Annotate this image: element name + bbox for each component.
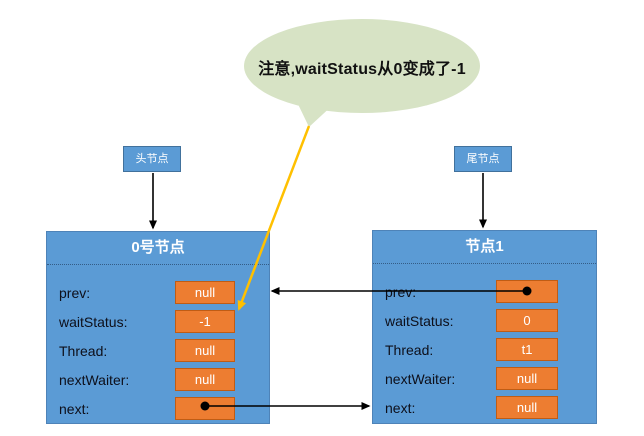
field-value-box: 0 — [496, 309, 558, 332]
field-value-box: null — [175, 368, 235, 391]
field-row-nextwaiter: nextWaiter: null — [47, 365, 269, 394]
field-value-box: null — [175, 281, 235, 304]
field-label: nextWaiter: — [59, 371, 130, 388]
field-row-prev: prev: — [373, 277, 596, 306]
head-node-label: 头节点 — [123, 146, 181, 172]
node-title: 0号节点 — [47, 232, 269, 265]
field-label: waitStatus: — [59, 313, 128, 330]
field-value-box: -1 — [175, 310, 235, 333]
field-row-nextwaiter: nextWaiter: null — [373, 364, 596, 393]
field-row-thread: Thread: t1 — [373, 335, 596, 364]
field-label: Thread: — [59, 342, 108, 359]
tail-node-label: 尾节点 — [454, 146, 512, 172]
field-row-prev: prev: null — [47, 278, 269, 307]
field-row-next: next: null — [373, 393, 596, 422]
field-value-box: null — [496, 367, 558, 390]
field-row-waitstatus: waitStatus: 0 — [373, 306, 596, 335]
field-value-box: null — [496, 396, 558, 419]
callout-text: 注意,waitStatus从0变成了-1 — [258, 61, 466, 78]
field-label: waitStatus: — [385, 312, 454, 329]
field-label: next: — [385, 399, 416, 416]
field-value-box-pointer — [496, 280, 558, 303]
field-label: prev: — [59, 284, 91, 301]
node-fields: prev: null waitStatus: -1 Thread: null n… — [47, 265, 269, 423]
field-label: Thread: — [385, 341, 434, 358]
field-value-box: null — [175, 339, 235, 362]
field-row-next: next: — [47, 394, 269, 423]
field-label: nextWaiter: — [385, 370, 456, 387]
field-row-thread: Thread: null — [47, 336, 269, 365]
field-value-box-pointer — [175, 397, 235, 420]
field-value-box: t1 — [496, 338, 558, 361]
node-title: 节点1 — [373, 231, 596, 264]
node-1-box: 节点1 prev: waitStatus: 0 Thread: t1 nextW… — [372, 230, 597, 424]
field-row-waitstatus: waitStatus: -1 — [47, 307, 269, 336]
field-label: prev: — [385, 283, 417, 300]
node-fields: prev: waitStatus: 0 Thread: t1 nextWaite… — [373, 264, 596, 422]
field-label: next: — [59, 400, 90, 417]
node-0-box: 0号节点 prev: null waitStatus: -1 Thread: n… — [46, 231, 270, 424]
